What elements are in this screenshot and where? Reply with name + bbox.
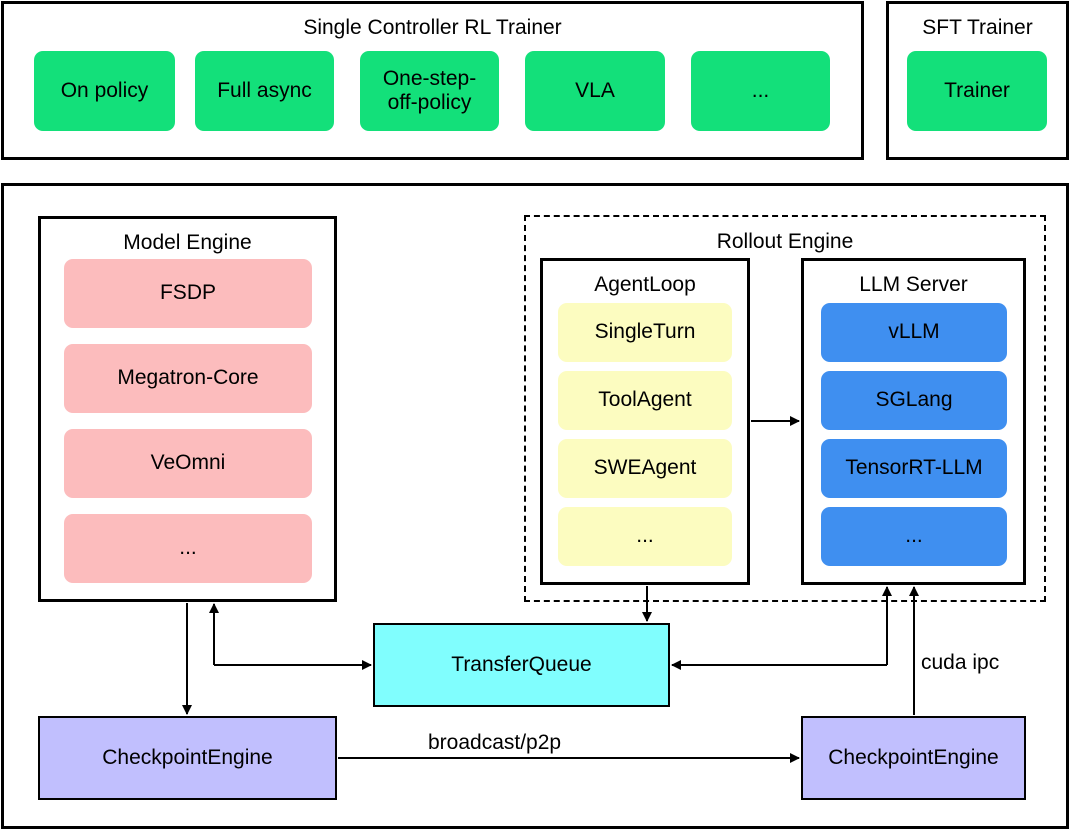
agent-loop-title: AgentLoop [594,273,696,296]
model-engine-title: Model Engine [123,231,252,254]
backend-megatron-core: Megatron-Core [64,344,312,413]
backend-more: ... [64,514,312,583]
rollout-engine-region: Rollout Engine [524,215,1046,602]
llm-more: ... [821,507,1007,566]
sft-trainer-title: SFT Trainer [922,16,1033,39]
mode-full-async: Full async [195,51,334,131]
mode-on-policy: On policy [34,51,175,131]
transfer-queue-label: TransferQueue [451,653,592,676]
llm-server-title: LLM Server [859,273,968,296]
mode-one-step-off-policy: One-step-off-policy [360,51,499,131]
broadcast-label: broadcast/p2p [428,731,562,754]
rl-trainer-title: Single Controller RL Trainer [303,16,562,39]
backend-fsdp: FSDP [64,259,312,328]
transfer-queue-box: TransferQueue [373,623,670,707]
mode-vla: VLA [525,51,665,131]
checkpoint-right-label: CheckpointEngine [828,746,999,769]
checkpoint-engine-left: CheckpointEngine [38,716,337,800]
checkpoint-left-label: CheckpointEngine [102,746,273,769]
llm-vllm: vLLM [821,303,1007,362]
rollout-engine-title: Rollout Engine [716,230,854,253]
agent-more: ... [558,507,732,566]
llm-sglang: SGLang [821,371,1007,430]
mode-more: ... [691,51,830,131]
agent-sweagent: SWEAgent [558,439,732,498]
agent-toolagent: ToolAgent [558,371,732,430]
agent-singleturn: SingleTurn [558,303,732,362]
cuda-ipc-label: cuda ipc [921,651,1000,674]
sft-trainer-item: Trainer [907,51,1047,131]
llm-tensorrt-llm: TensorRT-LLM [821,439,1007,498]
checkpoint-engine-right: CheckpointEngine [801,716,1026,800]
backend-veomni: VeOmni [64,429,312,498]
